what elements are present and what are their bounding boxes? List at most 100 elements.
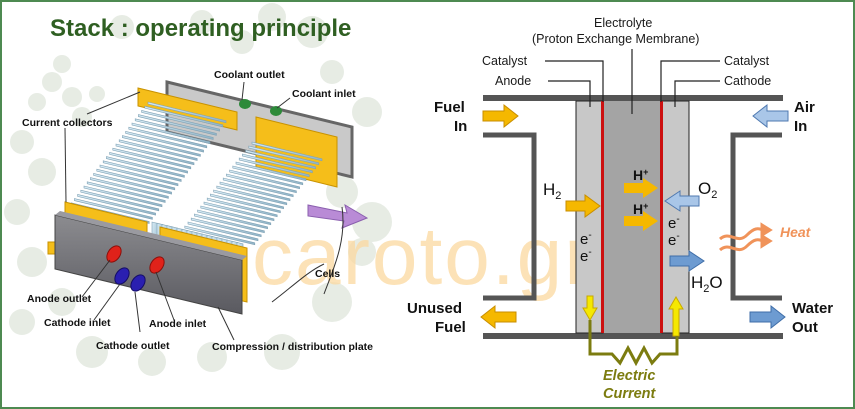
cell-fin xyxy=(200,205,272,226)
cell-fin xyxy=(245,149,316,170)
heat-icon xyxy=(718,222,773,252)
electron-down-arrow xyxy=(582,295,598,321)
label-coolant-inlet: Coolant inlet xyxy=(292,88,356,100)
o2-arrow xyxy=(664,190,700,212)
label-anode: Anode xyxy=(495,74,531,88)
chemistry-labels: H2 H+ H+ O2 e- e- e- e- H2O xyxy=(543,167,723,295)
cell-fin xyxy=(216,185,288,206)
cell-header-labels: Electrolyte (Proton Exchange Membrane) C… xyxy=(482,16,771,88)
cell-fin xyxy=(251,141,323,162)
label-electric-1: Electric xyxy=(603,368,655,384)
cell-fin xyxy=(106,156,185,178)
water-out-arrow xyxy=(749,304,786,330)
current-collector-rear-right xyxy=(255,116,338,188)
flow-arrows xyxy=(480,103,789,337)
label-electrolyte: Electrolyte xyxy=(594,16,652,30)
label-catalyst-left: Catalyst xyxy=(482,54,528,68)
label-cathode-inlet: Cathode inlet xyxy=(44,317,111,329)
cathode-layer xyxy=(661,100,690,334)
stack-title: Stack : operating principle xyxy=(50,15,351,42)
cell-fin xyxy=(112,147,192,170)
cell-fin xyxy=(242,153,313,174)
label-coolant-outlet: Coolant outlet xyxy=(214,69,285,81)
h2-arrow xyxy=(565,194,601,218)
cell-fin xyxy=(194,213,265,234)
label-electron-anode-1: e- xyxy=(580,230,592,248)
air-channel xyxy=(730,132,782,301)
cell-fin xyxy=(206,197,278,218)
label-o2: O2 xyxy=(698,179,717,201)
catalyst-right xyxy=(660,101,663,333)
cell-fin xyxy=(222,177,294,198)
label-air-in-2: In xyxy=(794,118,807,135)
stack-labels: Coolant outlet Coolant inlet Current col… xyxy=(22,69,373,353)
label-heat: Heat xyxy=(780,224,812,240)
label-cells: Cells xyxy=(315,268,340,280)
cell-leader-lines xyxy=(545,49,720,114)
cell-fin xyxy=(232,165,304,186)
cell-fin xyxy=(77,194,156,216)
cell-fin xyxy=(144,105,224,128)
electron-up-arrow xyxy=(668,296,684,337)
cathode-ports xyxy=(114,267,146,292)
catalyst-left xyxy=(601,101,604,333)
cell-fin xyxy=(248,145,320,166)
cell-fin xyxy=(125,131,204,153)
label-h-plus-2: H+ xyxy=(633,201,648,217)
cell-fin xyxy=(238,157,310,178)
stack-output-arrow xyxy=(307,203,369,229)
compression-plate xyxy=(54,211,247,315)
cell-fin xyxy=(141,110,220,132)
leader-lines xyxy=(64,81,344,341)
cell-fin xyxy=(115,143,195,166)
cell-fin xyxy=(109,152,188,174)
cell-fin xyxy=(197,209,268,230)
coolant-connectors xyxy=(239,99,282,116)
label-h2: H2 xyxy=(543,180,561,202)
cell-fin xyxy=(235,161,307,182)
cell-fin xyxy=(90,177,169,199)
cell-fin xyxy=(122,135,201,157)
h-plus-arrow-1 xyxy=(624,178,658,198)
cell-fin xyxy=(213,189,284,210)
cell-fin xyxy=(83,185,163,208)
label-h-plus-1: H+ xyxy=(633,167,648,183)
label-compression-plate: Compression / distribution plate xyxy=(212,341,373,353)
cell-fin xyxy=(184,225,256,246)
cell-fin xyxy=(190,217,262,238)
cell-fin xyxy=(86,181,166,203)
air-in-arrow xyxy=(752,103,789,129)
cell-fin xyxy=(219,181,291,202)
watermark-text: caroto.gr xyxy=(252,211,594,302)
label-water-out-1: Water xyxy=(792,300,833,317)
top-bar xyxy=(483,95,783,101)
h-plus-arrow-2 xyxy=(624,211,658,231)
label-electron-cathode-1: e- xyxy=(668,214,680,232)
label-unused-fuel-2: Fuel xyxy=(435,319,466,336)
cell-fin xyxy=(131,122,211,145)
label-water-out-2: Out xyxy=(792,319,818,336)
cell-fin xyxy=(147,101,227,124)
label-anode-outlet: Anode outlet xyxy=(27,293,92,305)
label-unused-fuel-1: Unused xyxy=(407,300,462,317)
cell-fin xyxy=(229,169,300,190)
electric-circuit xyxy=(588,320,679,367)
label-current-collectors: Current collectors xyxy=(22,117,113,129)
label-electron-anode-2: e- xyxy=(580,247,592,265)
bottom-bar xyxy=(483,333,783,339)
label-fuel-in-2: In xyxy=(454,118,467,135)
cell-fin xyxy=(187,221,259,242)
label-air-in-1: Air xyxy=(794,99,815,116)
cell-flow-labels: Fuel In Air In Unused Fuel Water Out xyxy=(407,99,833,336)
cell-fin xyxy=(102,160,182,182)
anode-layer xyxy=(575,100,604,334)
cell-fin xyxy=(203,201,275,222)
label-anode-inlet: Anode inlet xyxy=(149,318,207,330)
anode-ports xyxy=(106,245,165,274)
label-cathode-outlet: Cathode outlet xyxy=(96,340,170,352)
fuel-in-arrow xyxy=(482,103,519,129)
h2o-arrow xyxy=(669,250,705,272)
cell-fin xyxy=(138,114,217,136)
